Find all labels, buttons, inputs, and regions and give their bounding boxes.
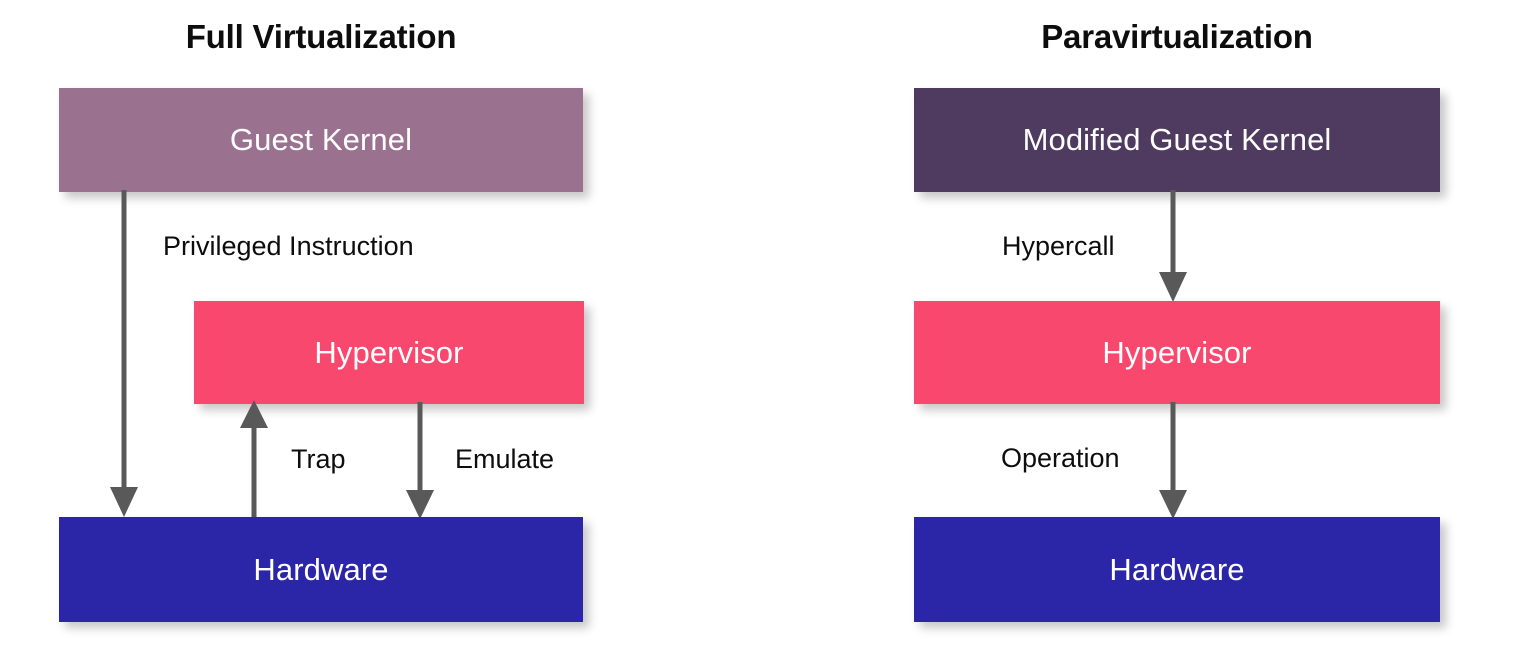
box-hardware-left-label: Hardware (253, 551, 389, 587)
box-hypervisor-right-label: Hypervisor (1102, 334, 1252, 370)
arrow-label-privileged-instruction: Privileged Instruction (163, 231, 414, 261)
box-modified-guest-kernel[interactable]: Modified Guest Kernel (914, 88, 1440, 192)
box-hardware-left[interactable]: Hardware (59, 517, 583, 622)
box-modified-guest-kernel-label: Modified Guest Kernel (1022, 122, 1332, 157)
arrow-label-trap: Trap (291, 444, 346, 474)
box-hypervisor-left[interactable]: Hypervisor (194, 301, 584, 404)
arrow-privileged-instruction (110, 190, 138, 517)
arrow-hypercall (1159, 190, 1187, 302)
arrow-emulate (406, 402, 434, 519)
panel-title-full-virtualization: Full Virtualization (185, 18, 457, 55)
arrow-trap (240, 400, 268, 518)
box-hypervisor-right[interactable]: Hypervisor (914, 301, 1440, 404)
box-hardware-right[interactable]: Hardware (914, 517, 1440, 622)
box-hardware-right-label: Hardware (1109, 551, 1245, 587)
box-guest-kernel[interactable]: Guest Kernel (59, 88, 583, 192)
arrow-label-operation: Operation (1001, 443, 1120, 473)
arrow-label-emulate: Emulate (455, 444, 555, 474)
box-hypervisor-left-label: Hypervisor (314, 334, 464, 370)
box-guest-kernel-label: Guest Kernel (229, 122, 413, 157)
arrow-operation (1159, 402, 1187, 519)
arrow-label-hypercall: Hypercall (1002, 231, 1115, 261)
panel-title-paravirtualization: Paravirtualization (1041, 18, 1313, 55)
